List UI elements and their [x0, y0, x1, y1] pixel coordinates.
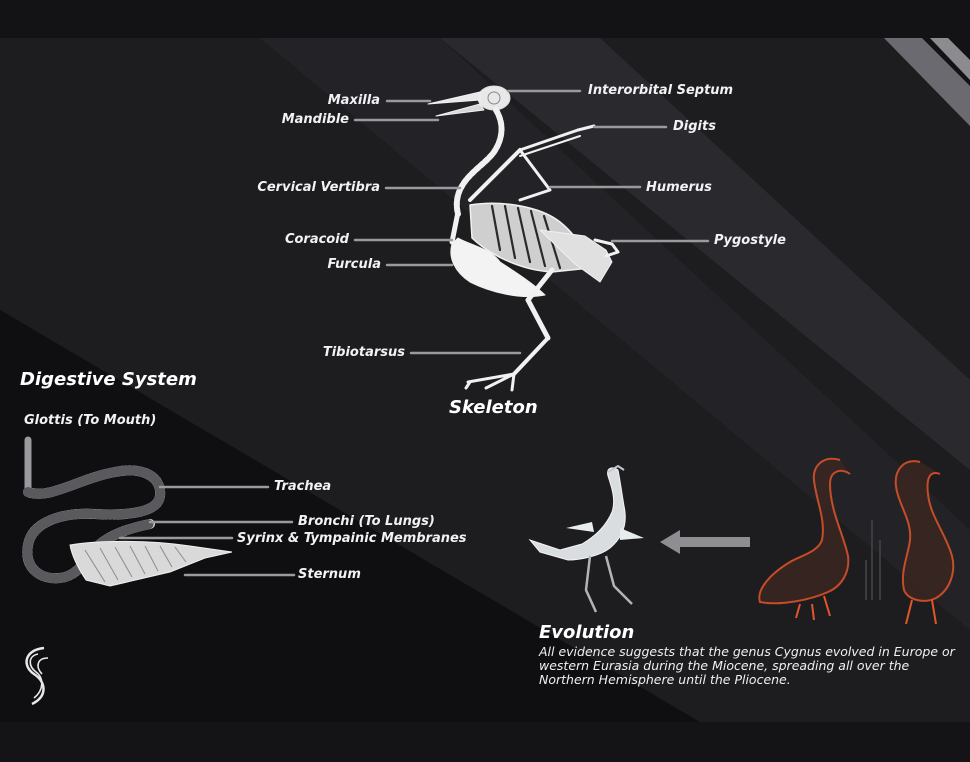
- label-tibiotarsus: Tibiotarsus: [322, 345, 405, 360]
- wing-secondary: [518, 148, 552, 202]
- wing-humerus: [468, 148, 522, 202]
- wing-forearm: [518, 128, 580, 152]
- mandible-beak: [435, 103, 485, 117]
- corner-stripe: [884, 38, 970, 126]
- reconstructed-ancestor-bird: [528, 464, 644, 613]
- label-cervical-vertibra: Cervical Vertibra: [257, 180, 380, 195]
- label-coracoid: Coracoid: [284, 232, 349, 247]
- background-diagonal-stripe-2: [440, 38, 970, 470]
- wing-forearm-2: [519, 135, 581, 157]
- background-diagonal-stripe-1: [260, 38, 970, 630]
- label-trachea: Trachea: [274, 479, 332, 494]
- ribs: [490, 204, 562, 270]
- skull: [477, 85, 511, 111]
- background-lower-left-panel: [0, 310, 700, 722]
- tibiotarsus: [525, 297, 551, 341]
- label-bronchi: Bronchi (To Lungs): [298, 514, 435, 529]
- label-pygostyle: Pygostyle: [714, 233, 786, 248]
- label-digits: Digits: [673, 119, 716, 134]
- label-glottis: Glottis (To Mouth): [24, 413, 157, 428]
- skeleton-title: Skeleton: [449, 397, 538, 418]
- wing-digits: [576, 124, 596, 132]
- digestive-system-title: Digestive System: [20, 369, 197, 390]
- background-bottom-band: [0, 722, 970, 762]
- coracoid: [449, 209, 461, 245]
- label-sternum: Sternum: [298, 567, 361, 582]
- evolution-arrow: [660, 530, 750, 554]
- cervical-vertebrae: [453, 107, 505, 217]
- sternum-texture: [84, 545, 187, 583]
- skeleton-leader-lines: [353, 89, 710, 355]
- femur: [525, 267, 555, 303]
- sternum-keel: [450, 237, 546, 298]
- label-furcula: Furcula: [327, 257, 382, 272]
- label-interorbital-septum: Interorbital Septum: [588, 83, 734, 98]
- corner-stripe: [930, 38, 970, 80]
- label-mandible: Mandible: [281, 112, 349, 127]
- xray-swans: [758, 457, 955, 625]
- pygostyle: [593, 238, 620, 258]
- bird-skeleton: [427, 85, 620, 392]
- evolution-title: Evolution: [539, 622, 635, 643]
- evolution-description: All evidence suggests that the genus Cyg…: [539, 644, 955, 687]
- digestive-leader-lines: [118, 485, 296, 577]
- label-maxilla: Maxilla: [327, 93, 380, 108]
- digestive-sternum: [69, 540, 233, 587]
- swan-logo-icon: [25, 646, 49, 706]
- maxilla-beak: [427, 91, 481, 105]
- label-syrinx: Syrinx & Tympainic Membranes: [237, 531, 467, 546]
- pelvis: [539, 229, 613, 283]
- label-humerus: Humerus: [646, 180, 712, 195]
- tarsometatarsus: [512, 336, 550, 376]
- toes: [464, 372, 516, 392]
